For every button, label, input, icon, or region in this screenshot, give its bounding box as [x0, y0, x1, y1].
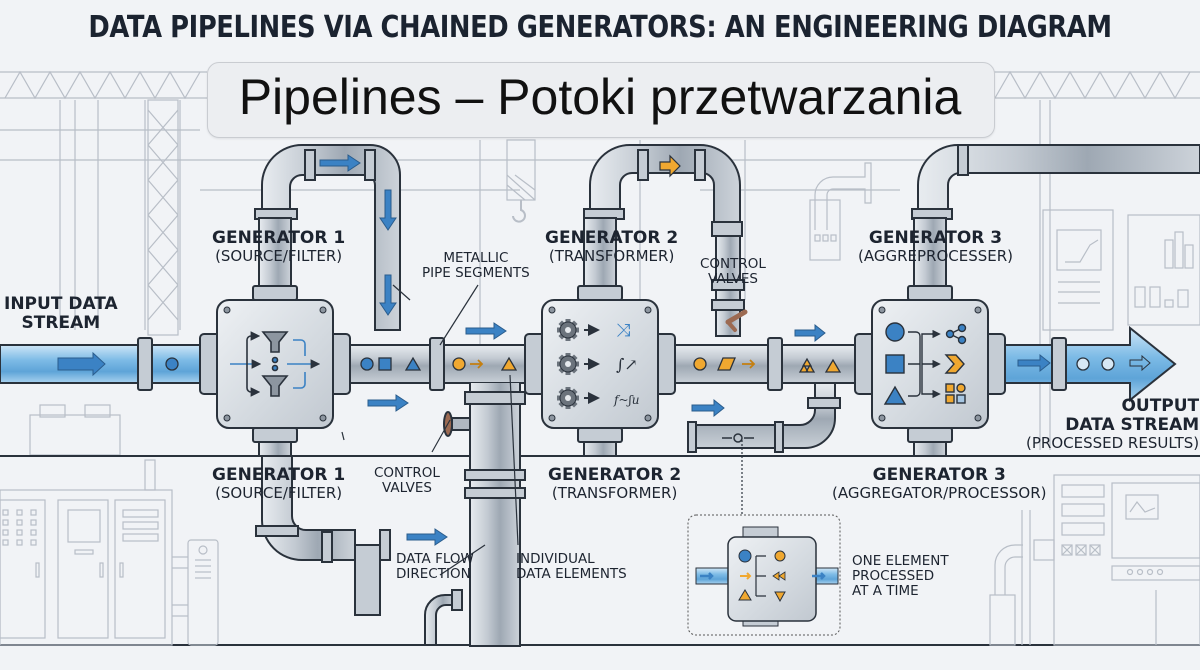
output-stream-label: OUTPUT DATA STREAM (PROCESSED RESULTS) — [1026, 396, 1200, 453]
diagram-title: DATA PIPELINES VIA CHAINED GENERATORS: A… — [88, 10, 1112, 45]
generator-2-bottom-label: GENERATOR 2 (TRANSFORMER) — [548, 465, 682, 503]
data-element-circle — [165, 357, 179, 371]
main-pipeline — [0, 309, 1177, 647]
input-stream-pipe — [0, 344, 226, 384]
generator-1-bottom-label: GENERATOR 1 (SOURCE/FILTER) — [212, 465, 346, 503]
data-element-triangle — [500, 356, 518, 371]
individual-data-elements-label: INDIVIDUAL DATA ELEMENTS — [516, 551, 627, 583]
funnel-icon — [261, 331, 289, 353]
control-valves-bottom-label: CONTROL VALVES — [374, 465, 440, 497]
data-element-triangle — [824, 358, 842, 373]
generator-3-icons — [883, 322, 967, 405]
metallic-pipe-segments — [254, 144, 1200, 337]
generator-2-icons: ⤨ ∫↗ f~ʃu — [557, 319, 639, 409]
data-element-parallelogram — [717, 357, 736, 371]
metallic-pipe-segments-label: METALLIC PIPE SEGMENTS — [422, 250, 530, 282]
data-flow-direction-label: DATA FLOW DIRECTION — [396, 551, 474, 583]
one-element-label: ONE ELEMENT PROCESSED AT A TIME — [852, 553, 949, 600]
arrow-right-icon — [367, 394, 409, 412]
arrow-right-orange-icon — [659, 154, 681, 178]
individual-data-elements — [165, 356, 1115, 373]
function-icon: f~ʃu — [613, 393, 639, 407]
arrow-down-icon — [379, 274, 397, 316]
data-element-circle — [693, 357, 707, 371]
gear-icon — [557, 319, 579, 341]
funnel-icon — [261, 375, 289, 397]
chevron-icon — [944, 354, 965, 374]
square-icon — [885, 354, 905, 374]
gear-icon — [557, 353, 579, 375]
control-valves-top-label: CONTROL VALVES — [700, 256, 766, 288]
gear-icon — [557, 387, 579, 409]
data-flow-arrows — [57, 154, 1151, 546]
generator-3-top-label: GENERATOR 3 (AGGREPROCESSER) — [858, 228, 1014, 266]
input-stream-label: INPUT DATA STREAM — [4, 294, 118, 334]
data-element-cluster — [798, 357, 816, 373]
generator-2-top-label: GENERATOR 2 (TRANSFORMER) — [545, 228, 679, 266]
single-element-inset — [687, 514, 841, 636]
arrow-right-icon — [691, 398, 725, 418]
triangle-icon — [883, 385, 907, 405]
data-element-triangle — [404, 356, 422, 371]
arrow-right-icon — [57, 351, 106, 377]
arrow-right-icon — [406, 528, 448, 546]
arrow-right-icon — [1129, 354, 1151, 372]
arrow-right-icon — [794, 323, 826, 343]
generator-1-top-label: GENERATOR 1 (SOURCE/FILTER) — [212, 228, 346, 266]
data-element-circle — [1101, 357, 1115, 371]
generator-1-box — [199, 217, 351, 457]
share-nodes-icon — [945, 323, 967, 345]
shuffle-icon: ⤨ — [616, 320, 630, 341]
arrow-right-icon — [465, 322, 507, 340]
circle-icon — [885, 322, 905, 342]
data-element-square — [378, 357, 392, 371]
arrow-right-icon — [319, 154, 361, 172]
leader-lines — [341, 284, 743, 576]
diagram-subtitle: Pipelines – Potoki przetwarzania — [238, 69, 962, 125]
data-element-circle — [1076, 357, 1090, 371]
subtitle-banner — [207, 62, 995, 138]
generator-1-icons — [230, 331, 321, 397]
data-element-circle — [452, 357, 466, 371]
integral-icon: ∫↗ — [616, 355, 638, 374]
generator-3-bottom-label: GENERATOR 3 (AGGREGATOR/PROCESSOR) — [832, 465, 1047, 503]
data-element-circle — [360, 357, 374, 371]
arrow-right-icon — [1017, 353, 1051, 373]
grid-icon — [945, 383, 966, 404]
arrow-down-icon — [379, 189, 397, 231]
